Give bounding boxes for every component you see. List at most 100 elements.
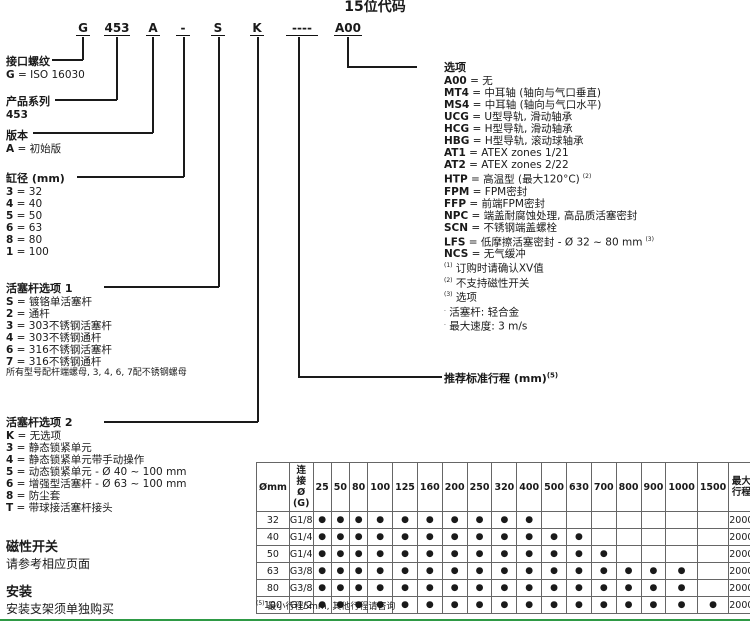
stroke-cell: ● xyxy=(441,562,468,580)
connector-line xyxy=(82,37,84,60)
stroke-cell: ● xyxy=(565,579,592,597)
stroke-cell xyxy=(640,528,667,546)
option-line: HTP = 高温型 (最大120°C)(2) xyxy=(444,173,592,186)
connector-line xyxy=(104,286,219,288)
stroke-cell: ● xyxy=(416,579,443,597)
stroke-cell xyxy=(640,545,667,563)
rod2-title: 活塞杆选项 2 xyxy=(6,416,73,429)
version-section: 版本 A = 初始版 xyxy=(6,127,61,155)
bore-line: 6 = 63 xyxy=(6,222,43,234)
max-stroke-cell: 2000 xyxy=(728,579,750,597)
magnetic-text: 请参考相应页面 xyxy=(6,557,91,571)
bore-cell: 100 xyxy=(256,596,290,614)
stroke-cell xyxy=(665,528,698,546)
option-line: HBG = H型导轨, 滚动球轴承 xyxy=(444,135,584,147)
table-header-cell: 200 xyxy=(441,462,468,512)
option-line: FPM = FPM密封 xyxy=(444,185,528,198)
connector-line xyxy=(347,66,417,68)
rod1-line: 2 = 通杆 xyxy=(6,308,50,320)
option-note: (2) 不支持磁性开关 xyxy=(444,276,530,290)
bore-line: 3 = 32 xyxy=(6,186,43,198)
rod2-line: 5 = 动态锁紧单元 - Ø 40 ~ 100 mm xyxy=(6,466,187,478)
stroke-cell: ● xyxy=(392,562,418,580)
option-note: . 活塞杆: 轻合金 xyxy=(444,305,520,319)
mounting-section: 安装 安装支架须单独购买 xyxy=(6,581,114,617)
code-version: A xyxy=(146,21,160,36)
table-header-cell: 100 xyxy=(367,462,394,512)
rod2-line: 6 = 增强型活塞杆 - Ø 63 ~ 100 mm xyxy=(6,478,187,490)
rod1-section: 活塞杆选项 1 S = 镀铬单活塞杆 2 = 通杆 3 = 303不锈钢活塞杆 … xyxy=(6,280,187,379)
option-line: NCS = 无气缓冲 xyxy=(444,248,526,260)
rod1-note: 所有型号配杆端螺母, 3, 4, 6, 7配不锈钢螺母 xyxy=(6,368,187,378)
option-line: MT4 = 中耳轴 (轴向与气口垂直) xyxy=(444,87,601,99)
table-header-cell: 630 xyxy=(565,462,592,512)
connector-line xyxy=(218,37,220,287)
stroke-cell: ● xyxy=(348,579,369,597)
stroke-cell xyxy=(590,528,617,546)
stroke-cell: ● xyxy=(367,545,394,563)
magnetic-section: 磁性开关 请参考相应页面 xyxy=(6,536,90,572)
stroke-cell: ● xyxy=(516,579,543,597)
code-bore: - xyxy=(176,21,190,36)
stroke-cell: ● xyxy=(441,528,468,546)
stroke-cell xyxy=(665,511,698,529)
code-rod1: S xyxy=(211,21,225,36)
stroke-cell: ● xyxy=(466,562,493,580)
bore-cell: 80 xyxy=(256,579,290,597)
stroke-cell: ● xyxy=(565,596,592,614)
stroke-cell xyxy=(590,511,617,529)
mounting-title: 安装 xyxy=(6,585,33,600)
table-header-cell: 250 xyxy=(466,462,493,512)
connector-line xyxy=(257,37,259,422)
stroke-cell: ● xyxy=(541,579,567,597)
connector-line xyxy=(298,37,300,377)
connector-line xyxy=(152,37,154,133)
stroke-cell: ● xyxy=(565,545,592,563)
table-header-cell: 400 xyxy=(516,462,543,512)
connector-line xyxy=(52,59,83,61)
code-series: 453 xyxy=(104,21,130,36)
version-line: A = 初始版 xyxy=(6,143,62,155)
stroke-cell: ● xyxy=(416,562,443,580)
option-line: LFS = 低摩擦活塞密封 - Ø 32 ~ 80 mm(3) xyxy=(444,235,654,249)
stroke-cell xyxy=(696,528,730,546)
port-cell: G1/4 xyxy=(288,528,314,546)
stroke-cell: ● xyxy=(541,528,567,546)
rod1-line: S = 镀铬单活塞杆 xyxy=(6,296,93,308)
stroke-cell: ● xyxy=(392,596,418,614)
stroke-cell xyxy=(640,511,667,529)
stroke-cell: ● xyxy=(590,562,617,580)
stroke-cell xyxy=(696,511,730,529)
option-line: MS4 = 中耳轴 (轴向与气口水平) xyxy=(444,99,602,111)
port-cell: G1/8 xyxy=(288,511,314,529)
stroke-cell: ● xyxy=(312,545,332,563)
bore-line: 4 = 40 xyxy=(6,198,43,210)
rod2-line: 8 = 防尘套 xyxy=(6,490,61,502)
stroke-cell: ● xyxy=(541,562,567,580)
connector-line xyxy=(116,37,118,100)
connector-line xyxy=(347,37,349,67)
rod1-line: 4 = 303不锈钢通杆 xyxy=(6,332,102,344)
table-header-cell: 320 xyxy=(491,462,518,512)
connector-line xyxy=(183,37,185,177)
stroke-cell: ● xyxy=(416,528,443,546)
stroke-cell: ● xyxy=(330,511,351,529)
stroke-cell: ● xyxy=(590,579,617,597)
stroke-cell xyxy=(565,511,592,529)
magnetic-title: 磁性开关 xyxy=(6,540,59,555)
stroke-cell: ● xyxy=(491,545,518,563)
table-header-cell: 1000 xyxy=(665,462,698,512)
stroke-cell: ● xyxy=(491,562,518,580)
stroke-cell: ● xyxy=(665,562,698,580)
stroke-cell: ● xyxy=(392,528,418,546)
stroke-cell: ● xyxy=(491,528,518,546)
stroke-cell: ● xyxy=(565,562,592,580)
stroke-cell: ● xyxy=(466,545,493,563)
option-note: (3) 选项 xyxy=(444,291,477,304)
